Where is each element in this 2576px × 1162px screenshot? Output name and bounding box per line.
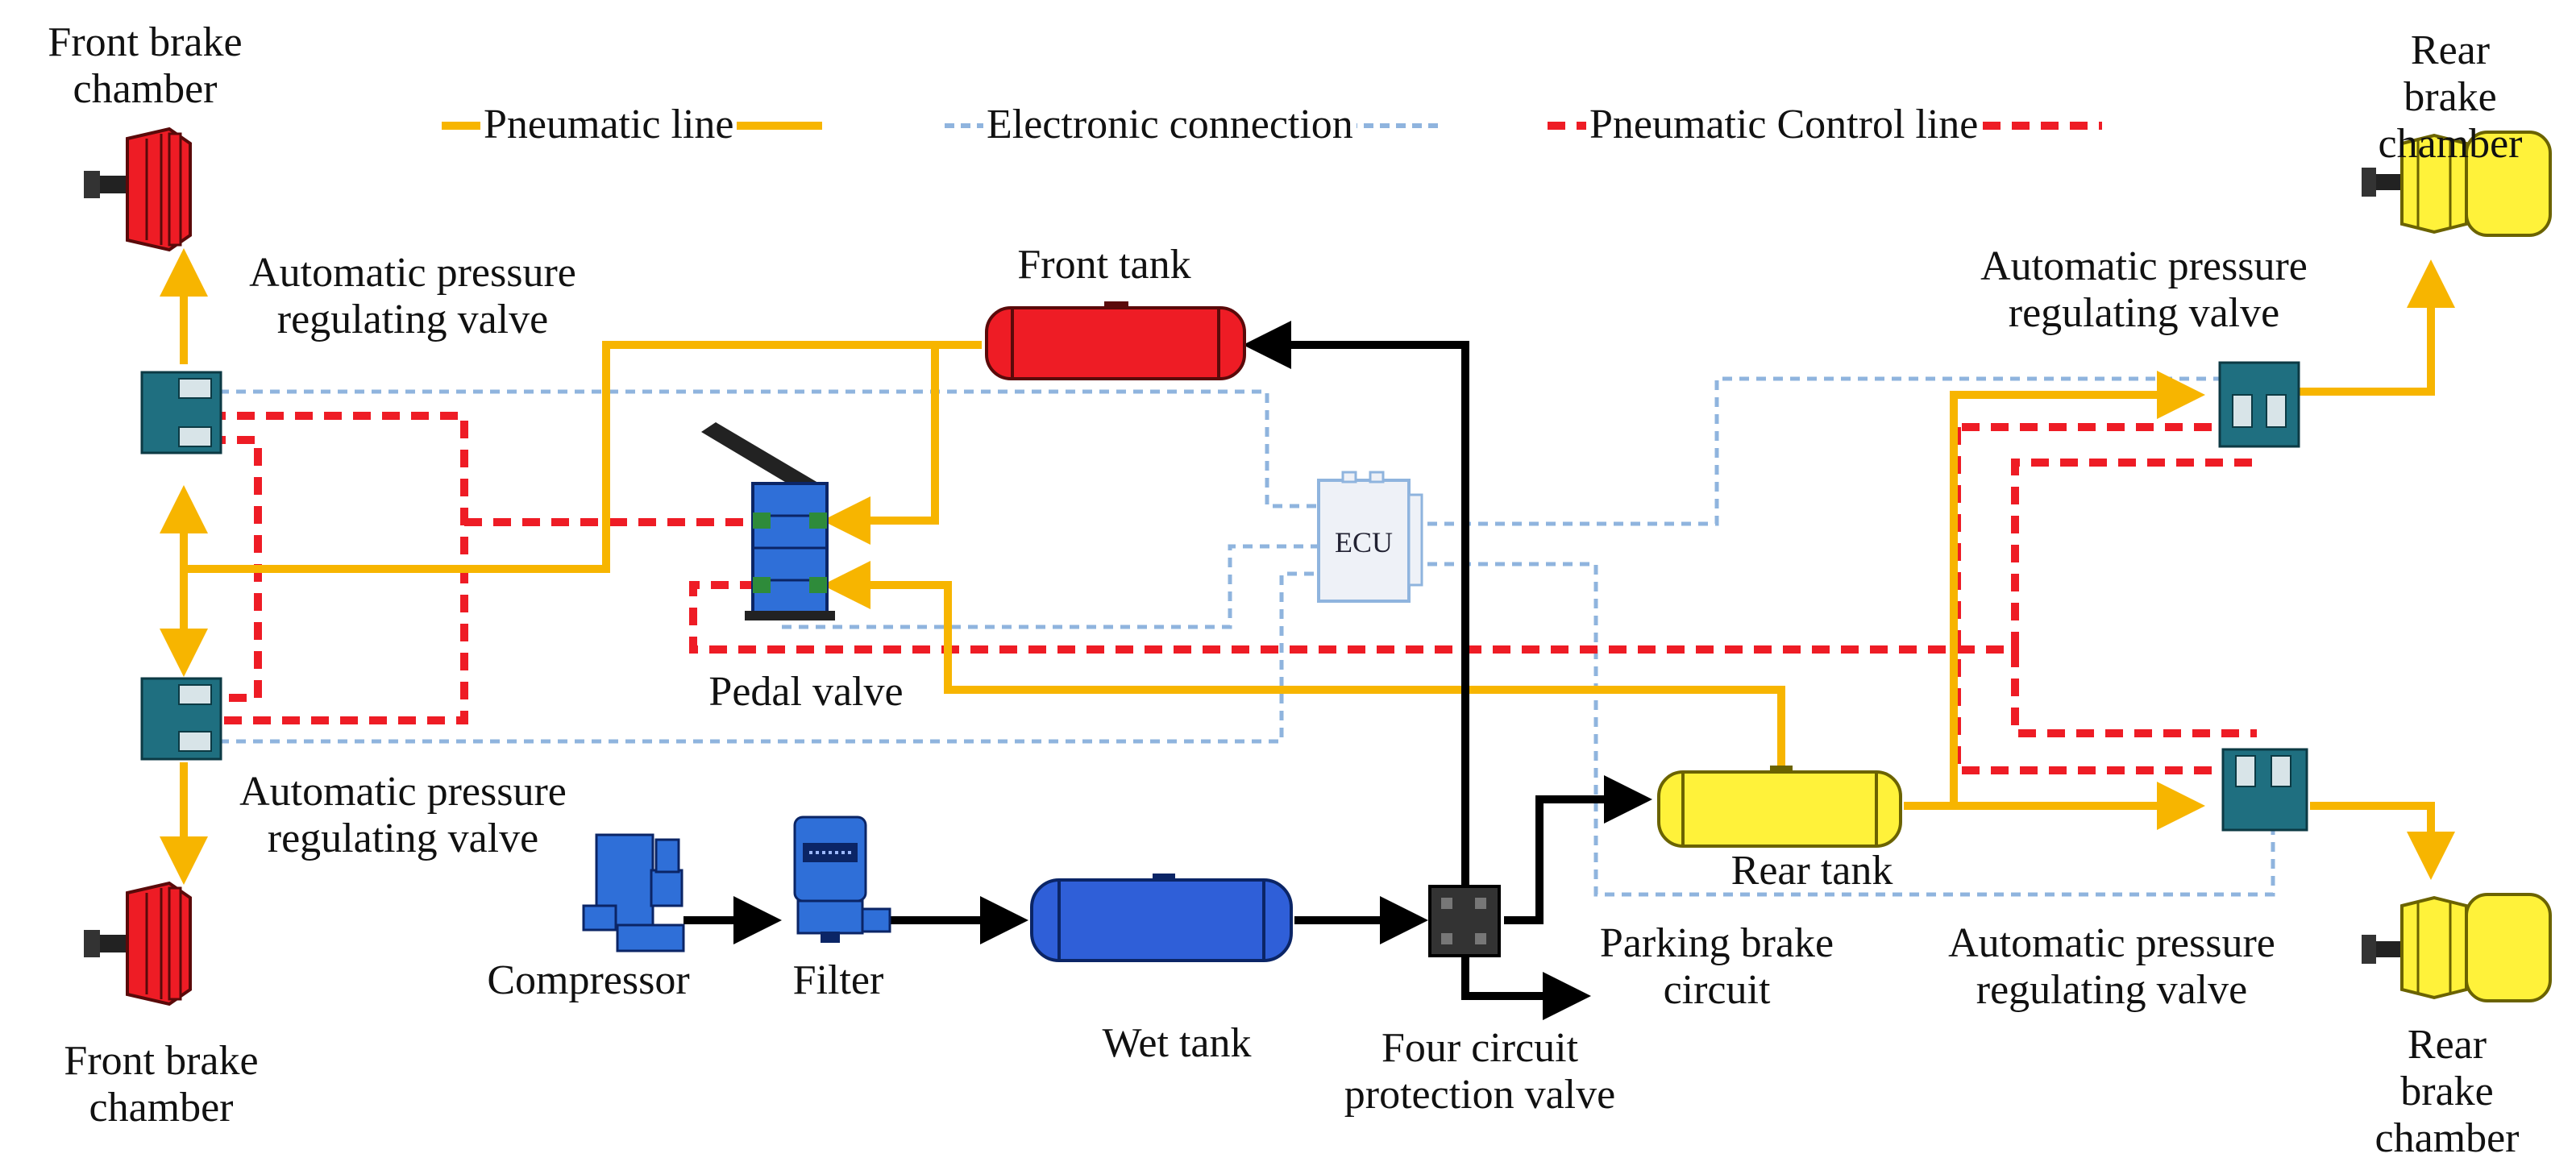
- label-rear-tank: Rear tank: [1730, 848, 1893, 894]
- control-line-rear-bottom-valve: [1953, 427, 2225, 774]
- label-apr-valve-rear-top: Automatic pressure regulating valve: [1980, 243, 2308, 336]
- ecu-wire-rear-top-valve: [1411, 376, 2221, 526]
- label-front-brake-chamber-top: Front brake chamber: [48, 19, 243, 112]
- pneumatic-front-tank-to-front-axle: [184, 341, 982, 573]
- pneumatic-front-tank-to-pedal: [822, 345, 939, 545]
- label-pedal-valve: Pedal valve: [708, 669, 904, 715]
- wet-tank: [1030, 874, 1293, 962]
- pneumatic-lines: [160, 248, 2455, 885]
- electronic-connections: [219, 376, 2275, 897]
- ecu-unit: [1317, 471, 1423, 603]
- front-brake-chamber-top: [84, 127, 192, 252]
- label-parking-brake-circuit: Parking brake circuit: [1599, 920, 1834, 1013]
- compressor: [582, 833, 685, 952]
- label-rear-brake-chamber-top: Rear brake chamber: [2378, 27, 2523, 167]
- pneumatic-rear-bottom-valve-to-chamber: [2310, 802, 2455, 880]
- apr-valve-rear-bottom: [2221, 748, 2308, 832]
- label-rear-brake-chamber-bottom: Rear brake chamber: [2374, 1022, 2520, 1161]
- legend-electronic-connection-label: Electronic connection: [983, 102, 1357, 148]
- rear-brake-chamber-bottom: [2362, 893, 2552, 1002]
- legend-pneumatic-control-line-label: Pneumatic Control line: [1586, 102, 1982, 148]
- pneumatic-rear-top-valve-to-chamber: [2299, 259, 2455, 396]
- rear-tank: [1657, 766, 1902, 848]
- label-front-tank: Front tank: [1017, 242, 1191, 288]
- filter: [793, 815, 891, 943]
- label-four-circuit-protection-valve: Four circuit protection valve: [1344, 1025, 1616, 1118]
- front-brake-chamber-bottom: [84, 881, 192, 1006]
- ecu-wire-front-top-valve: [219, 389, 1322, 508]
- label-ecu: ECU: [1335, 526, 1393, 558]
- apr-valve-front-bottom: [140, 677, 222, 761]
- ecu-wire-pedal-valve: [782, 544, 1322, 629]
- supply-four-circuit-to-rear-tank: [1504, 775, 1652, 924]
- ecu-wire-front-bottom-valve: [219, 571, 1322, 744]
- front-tank: [985, 301, 1246, 380]
- label-wet-tank: Wet tank: [1102, 1020, 1252, 1066]
- label-compressor: Compressor: [487, 957, 690, 1003]
- legend-pneumatic-line-label: Pneumatic line: [480, 102, 737, 148]
- supply-four-circuit-to-parking: [1461, 957, 1591, 1020]
- supply-lines: [683, 321, 1652, 1020]
- pneumatic-control-lines: [208, 412, 2257, 774]
- label-filter: Filter: [792, 957, 884, 1003]
- rear-brake-chamber-top: [2362, 131, 2552, 237]
- apr-valve-rear-top: [2218, 361, 2300, 448]
- label-apr-valve-front-bottom: Automatic pressure regulating valve: [239, 769, 567, 861]
- label-front-brake-chamber-bottom: Front brake chamber: [64, 1038, 259, 1131]
- apr-valve-front-top: [140, 371, 222, 454]
- ecu-wire-rear-bottom-valve: [1411, 562, 2275, 897]
- control-line-pedal-to-rear: [689, 459, 2257, 654]
- four-circuit-protection-valve: [1428, 885, 1501, 957]
- pneumatic-rear-tank-to-rear-top-valve: [1904, 371, 2205, 810]
- pedal-valve: [701, 422, 835, 620]
- supply-four-circuit-to-front-tank: [1243, 321, 1469, 886]
- pneumatic-rear-tank-to-pedal: [822, 561, 1785, 772]
- label-apr-valve-front-top: Automatic pressure regulating valve: [249, 250, 576, 342]
- label-apr-valve-rear-bottom: Automatic pressure regulating valve: [1948, 920, 2275, 1013]
- control-line-rear-left-loop: [2011, 649, 2257, 737]
